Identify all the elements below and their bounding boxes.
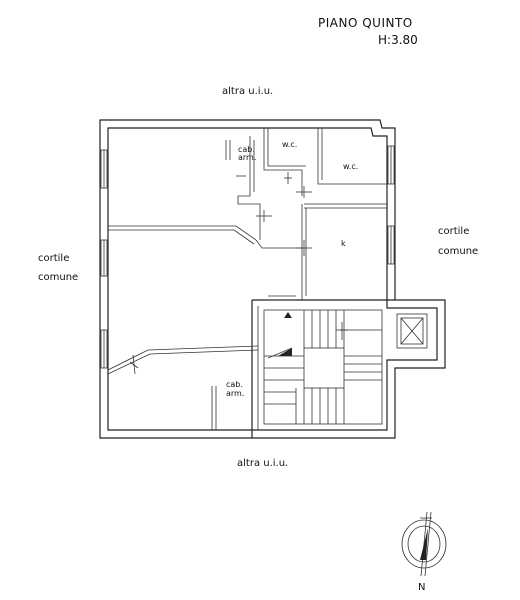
- left-courtyard-line1: cortile: [38, 253, 70, 264]
- left-courtyard-line2: comune: [38, 272, 79, 283]
- outer-walls: [99, 119, 446, 439]
- top-neighbor-label: altra u.i.u.: [222, 86, 274, 97]
- cabinet-top-line2: arm.: [238, 153, 257, 162]
- windows: [100, 145, 395, 369]
- lift-shaft: [396, 313, 428, 349]
- staircase: [263, 295, 383, 425]
- north-arrow-icon: [401, 511, 447, 577]
- bottom-neighbor-label: altra u.i.u.: [237, 458, 289, 469]
- interior-walls: [107, 128, 395, 438]
- plan-title: PIANO QUINTO: [318, 16, 413, 30]
- cabinet-bottom-line2: arm.: [226, 389, 245, 398]
- wc-left-label: w.c.: [282, 140, 298, 149]
- right-courtyard-line1: cortile: [438, 226, 470, 237]
- wc-right-label: w.c.: [343, 162, 359, 171]
- floor-height: H:3.80: [378, 33, 418, 47]
- cabinet-bottom-line1: cab.: [226, 380, 243, 389]
- door-marks: [129, 172, 312, 375]
- right-courtyard-line2: comune: [438, 246, 479, 257]
- cabinet-top-line1: cab.: [238, 145, 255, 154]
- north-label: N: [418, 582, 426, 593]
- kitchen-label: k: [341, 239, 346, 248]
